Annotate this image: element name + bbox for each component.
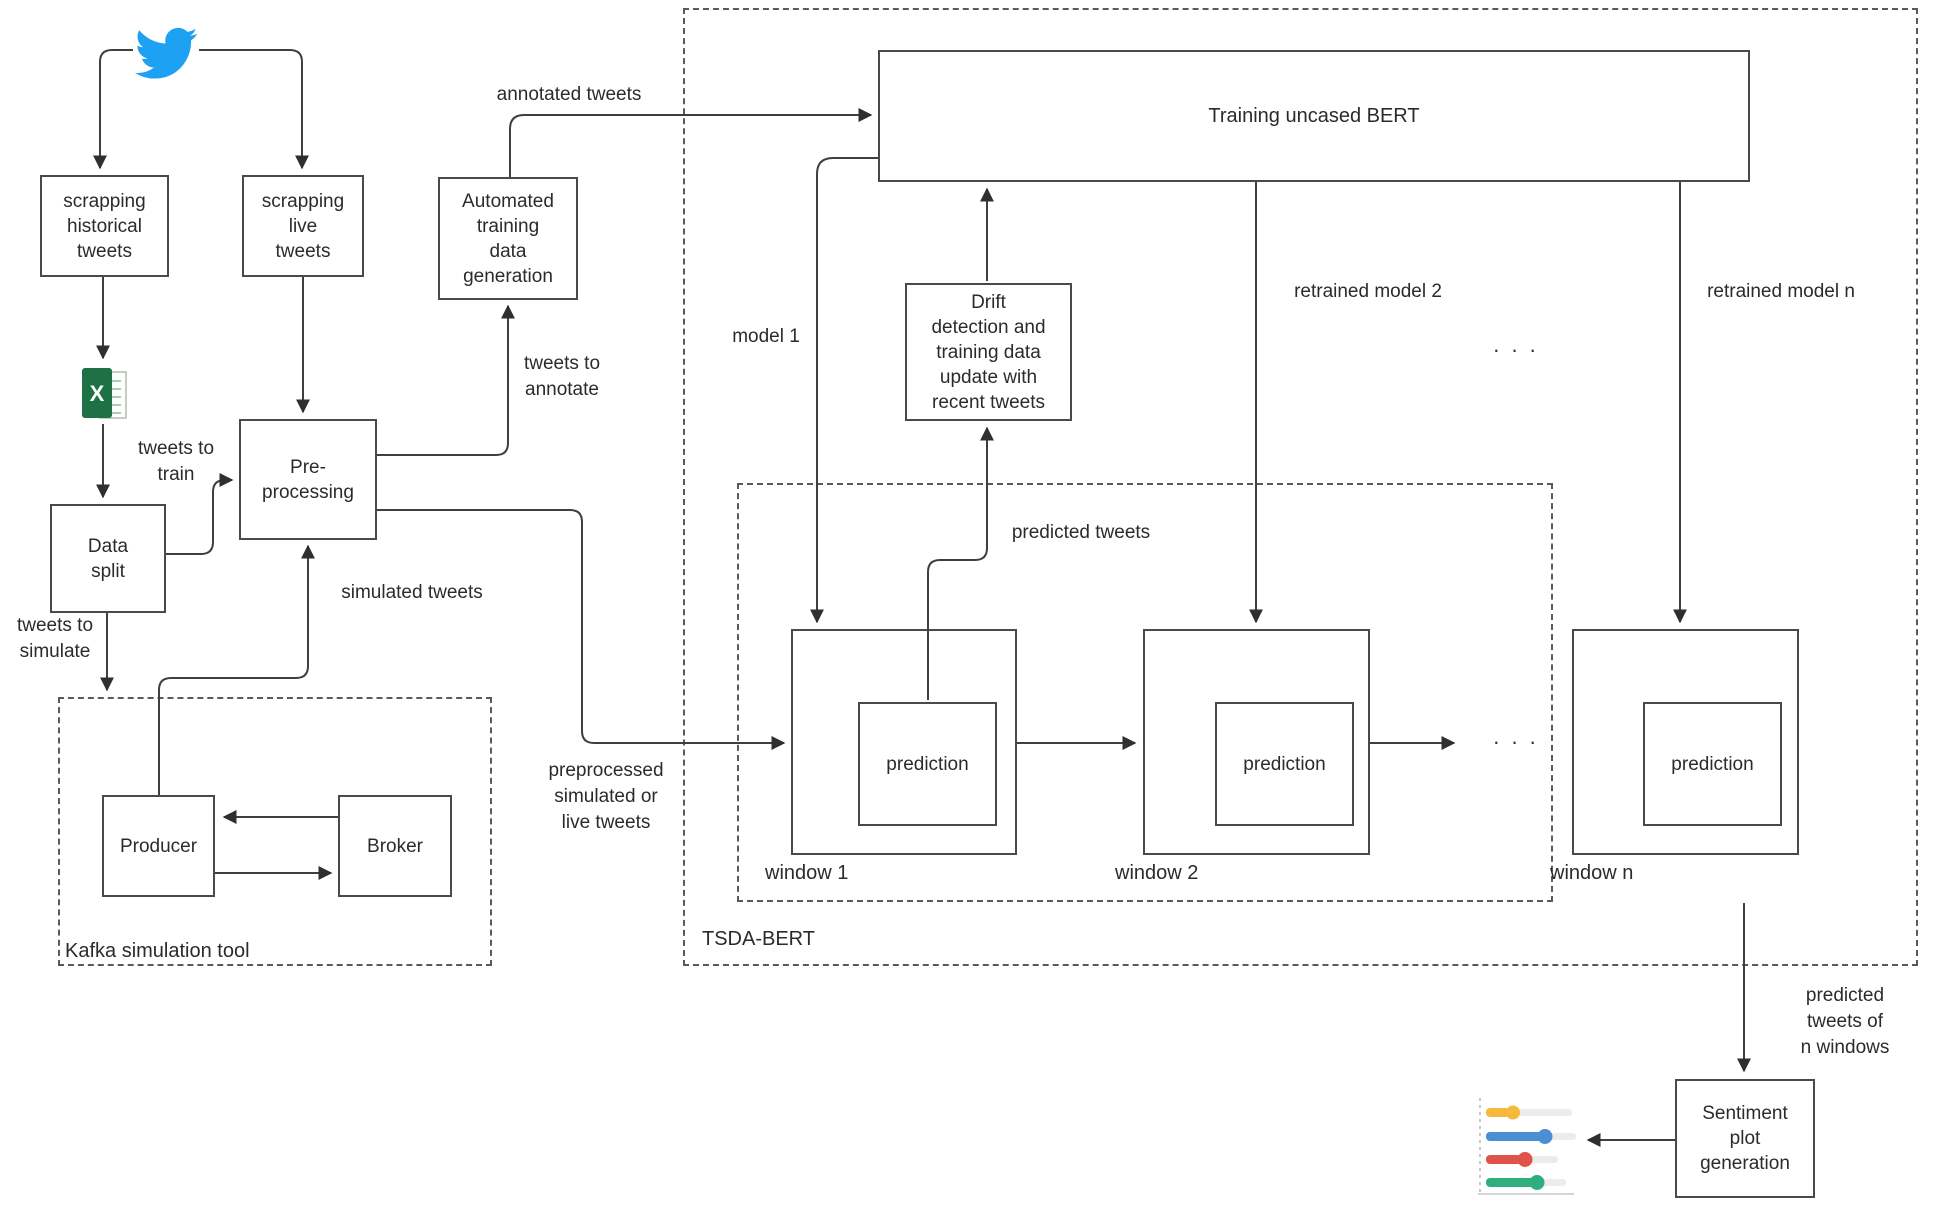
- label-retrained-model-2: retrained model 2: [1294, 281, 1442, 302]
- twitter-bird-icon: [135, 27, 198, 79]
- label-preprocessed-tweets: preprocessed simulated or live tweets: [548, 760, 664, 833]
- node-sentiment-plot-generation: Sentiment plot generation: [1675, 1079, 1815, 1198]
- node-scraping-live: scrapping live tweets: [242, 175, 364, 277]
- excel-file-icon: X: [82, 368, 127, 419]
- node-drift-detection: Drift detection and training data update…: [905, 283, 1072, 421]
- node-prediction-n: prediction: [1643, 702, 1782, 826]
- label-tsda-bert: TSDA-BERT: [702, 928, 815, 950]
- node-data-split: Data split: [50, 504, 166, 613]
- edge-twitter-to-historical: [93, 49, 133, 170]
- label-simulated-tweets: simulated tweets: [341, 582, 483, 603]
- edge-datasplit-to-preprocessing: [166, 473, 234, 555]
- label-predicted-tweets-n-windows: predicted tweets of n windows: [1800, 985, 1890, 1058]
- label-annotated-tweets: annotated tweets: [496, 84, 642, 105]
- label-tweets-to-simulate: tweets to simulate: [16, 615, 94, 662]
- ellipsis-windows: . . .: [1493, 724, 1539, 749]
- node-producer: Producer: [102, 795, 215, 897]
- sentiment-chart-icon: [1478, 1098, 1576, 1195]
- label-window-2: window 2: [1115, 862, 1199, 884]
- label-predicted-tweets: predicted tweets: [1011, 522, 1151, 543]
- label-window-n: window n: [1550, 862, 1634, 884]
- edge-twitter-to-live: [199, 49, 309, 170]
- label-retrained-model-n: retrained model n: [1707, 281, 1855, 302]
- excel-x-glyph: X: [90, 381, 105, 406]
- tsda-bert-container: [683, 8, 1918, 966]
- node-prediction-1: prediction: [858, 702, 997, 826]
- node-broker: Broker: [338, 795, 452, 897]
- node-automated-training-data-generation: Automated training data generation: [438, 177, 578, 300]
- node-training-uncased-bert: Training uncased BERT: [878, 50, 1750, 182]
- node-scraping-historical: scrapping historical tweets: [40, 175, 169, 277]
- label-model-1: model 1: [732, 326, 800, 347]
- label-tweets-to-train: tweets to train: [137, 438, 215, 485]
- node-prediction-2: prediction: [1215, 702, 1354, 826]
- label-window-1: window 1: [765, 862, 849, 884]
- node-preprocessing: Pre- processing: [239, 419, 377, 540]
- label-kafka-simulation-tool: Kafka simulation tool: [65, 940, 250, 962]
- label-tweets-to-annotate: tweets to annotate: [523, 353, 601, 400]
- edge-preprocessing-to-automated: [377, 304, 515, 456]
- ellipsis-models: . . .: [1493, 332, 1539, 357]
